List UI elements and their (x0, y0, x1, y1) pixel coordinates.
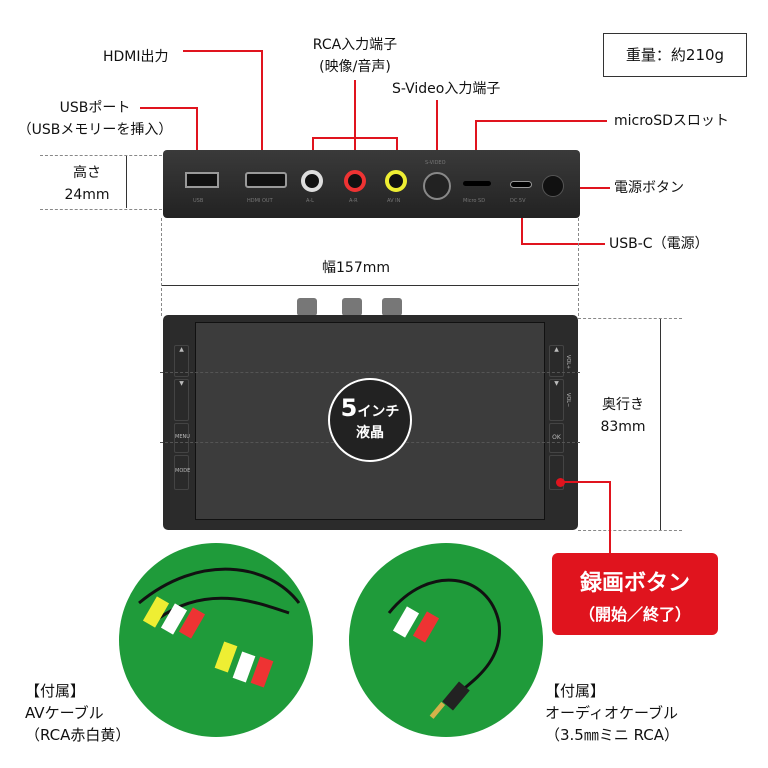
depth-label: 奥行き (602, 397, 644, 413)
usbc-port (510, 181, 532, 188)
accessory-detail: （RCA赤白黄） (25, 726, 131, 744)
accessory-tag: 【付属】 (25, 682, 86, 700)
usbc-label: USB-C（電源） (609, 236, 709, 252)
hdmi-port (245, 172, 287, 188)
button-mode[interactable]: MODE (174, 455, 190, 490)
rca-yellow-port (385, 170, 407, 192)
port-label-dc: DC 5V (510, 198, 526, 204)
screen-size-badge: 5インチ 液晶 (328, 378, 412, 462)
knob-2 (342, 298, 362, 316)
height-dimension: 高さ 24mm (52, 162, 122, 206)
av-cable-image (119, 543, 313, 737)
port-label-avin: AV IN (387, 198, 401, 204)
button-ok[interactable]: OK (549, 423, 564, 453)
power-label: 電源ボタン (614, 180, 684, 196)
knob-3 (382, 298, 402, 316)
usb-label-line1: USBポート (59, 100, 131, 116)
badge-type: 液晶 (356, 425, 384, 441)
button-up-left[interactable]: ▲ (174, 345, 189, 377)
rca-label-line2: (映像/音声) (319, 59, 391, 75)
audio-cable-image (349, 543, 543, 737)
badge-unit: インチ (357, 404, 400, 420)
button-down-left[interactable]: ▼ (174, 379, 189, 421)
port-label-svideo: S-VIDEO (425, 160, 446, 166)
depth-value: 83mm (600, 419, 646, 435)
vol-down-label: VOL− (565, 393, 571, 408)
port-label-ar: A-R (349, 198, 358, 204)
record-callout-title: 録画ボタン (579, 571, 690, 596)
button-vol-up[interactable]: ▲ (549, 345, 564, 377)
usb-label-line2: （USBメモリーを挿入） (17, 122, 173, 138)
port-label-al: A-L (306, 198, 314, 204)
accessory-detail: （3.5㎜ミニ RCA） (545, 726, 680, 744)
knob-1 (297, 298, 317, 316)
microsd-slot (463, 181, 491, 186)
rca-label-line1: RCA入力端子 (312, 37, 398, 53)
port-label-usb: USB (193, 198, 204, 204)
record-button-callout: 録画ボタン （開始／終了） (552, 553, 718, 635)
button-menu[interactable]: MENU (174, 423, 190, 453)
vol-up-label: VOL+ (565, 355, 571, 370)
accessory-name: オーディオケーブル (545, 704, 679, 722)
rca-label: RCA入力端子 (映像/音声) (295, 34, 415, 78)
weight-box: 重量：約210g (603, 33, 747, 77)
button-vol-down[interactable]: ▼ (549, 379, 564, 421)
accessory-av-cable: 【付属】 AVケーブル （RCA赤白黄） (25, 680, 130, 746)
accessory-name: AVケーブル (25, 704, 104, 722)
rca-white-port (301, 170, 323, 192)
power-button[interactable] (542, 175, 564, 197)
hdmi-label: HDMI出力 (103, 49, 169, 65)
record-callout-subtitle: （開始／終了） (578, 605, 691, 624)
badge-number: 5 (340, 394, 358, 422)
port-label-hdmi: HDMI OUT (247, 198, 273, 204)
port-label-microsd: Micro SD (463, 198, 486, 204)
device-front-panel: USB HDMI OUT A-L A-R AV IN S-VIDEO Micro… (163, 150, 580, 218)
accessory-audio-cable: 【付属】 オーディオケーブル （3.5㎜ミニ RCA） (545, 680, 679, 746)
svideo-port (423, 172, 451, 200)
usb-label: USBポート （USBメモリーを挿入） (10, 97, 180, 141)
width-dimension: 幅157mm (322, 260, 390, 276)
height-value: 24mm (64, 187, 110, 203)
svideo-label: S-Video入力端子 (392, 81, 501, 97)
height-label: 高さ (73, 165, 101, 181)
rca-red-port (344, 170, 366, 192)
depth-dimension: 奥行き 83mm (592, 394, 654, 438)
accessory-tag: 【付属】 (545, 682, 606, 700)
microsd-label: microSDスロット (614, 113, 729, 129)
usb-port (185, 172, 219, 188)
